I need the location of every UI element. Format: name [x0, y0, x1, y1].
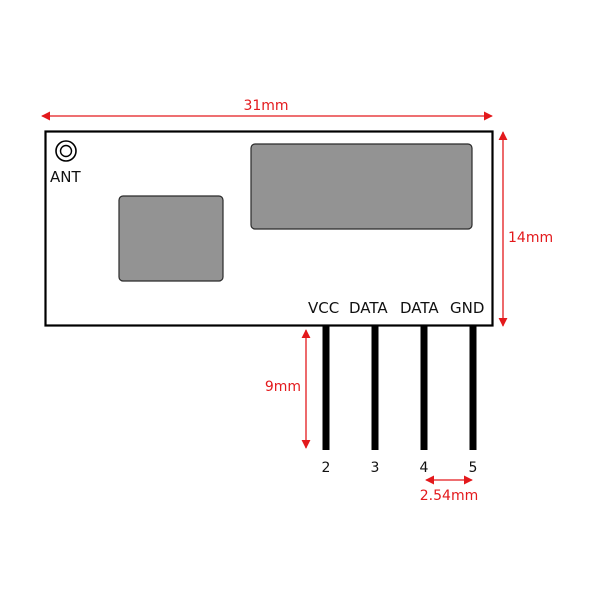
pin-label-vcc: VCC — [308, 299, 339, 317]
pin-numbers: 2 3 4 5 — [322, 460, 478, 476]
pin-length-dimension-label: 9mm — [265, 379, 301, 395]
antenna: ANT — [50, 140, 81, 186]
pin-label-data-2: DATA — [400, 299, 439, 317]
pin-number-5: 5 — [469, 460, 478, 476]
pin-length-dimension: 9mm — [265, 329, 311, 449]
pin-number-3: 3 — [371, 460, 380, 476]
pin-2 — [322, 326, 330, 450]
height-dimension-label: 14mm — [508, 230, 553, 246]
width-dimension-label: 31mm — [243, 98, 288, 114]
pin-labels: VCC DATA DATA GND — [308, 299, 484, 317]
antenna-label: ANT — [50, 168, 81, 186]
pin-number-2: 2 — [322, 460, 331, 476]
pins — [322, 326, 477, 450]
large-chip — [250, 143, 473, 230]
pin-pitch-dimension-label: 2.54mm — [420, 488, 478, 504]
pin-label-data-1: DATA — [349, 299, 388, 317]
pin-3 — [371, 326, 379, 450]
pin-number-4: 4 — [420, 460, 429, 476]
small-chip — [118, 195, 224, 282]
width-dimension: 31mm — [41, 98, 493, 121]
pin-label-gnd: GND — [450, 299, 484, 317]
antenna-inner-ring — [59, 144, 73, 158]
height-dimension: 14mm — [498, 131, 553, 327]
pin-4 — [420, 326, 428, 450]
pin-pitch-dimension: 2.54mm — [420, 475, 478, 504]
pin-5 — [469, 326, 477, 450]
